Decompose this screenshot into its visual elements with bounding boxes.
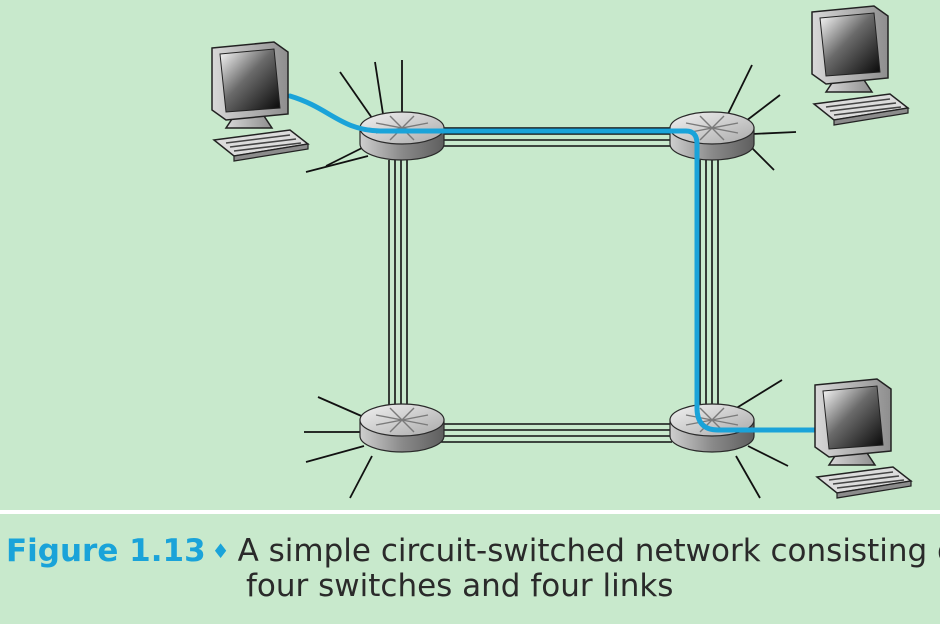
caption-line-1: Figure 1.13♦ A simple circuit-switched ne…	[6, 534, 940, 571]
host-top-left	[211, 41, 309, 162]
caption-text-1: A simple circuit-switched network consis…	[237, 533, 940, 569]
host-top-right	[811, 5, 909, 126]
switch-top-left	[359, 111, 445, 161]
figure-label: Figure 1.13	[6, 533, 206, 569]
circuit-path	[287, 93, 817, 433]
link-top	[440, 127, 672, 147]
stub-links	[304, 60, 797, 499]
link-left	[388, 160, 408, 412]
caption-line-2: four switches and four links	[246, 568, 674, 604]
diamond-icon: ♦	[211, 539, 230, 563]
switch-top-right	[669, 111, 755, 161]
caption-divider	[0, 510, 940, 514]
figure-caption: Figure 1.13♦ A simple circuit-switched ne…	[0, 510, 940, 624]
link-right	[699, 160, 719, 412]
network-diagram	[0, 0, 940, 510]
link-bottom	[440, 423, 672, 443]
switch-bottom-left	[359, 403, 445, 453]
host-bottom-right	[814, 378, 912, 499]
